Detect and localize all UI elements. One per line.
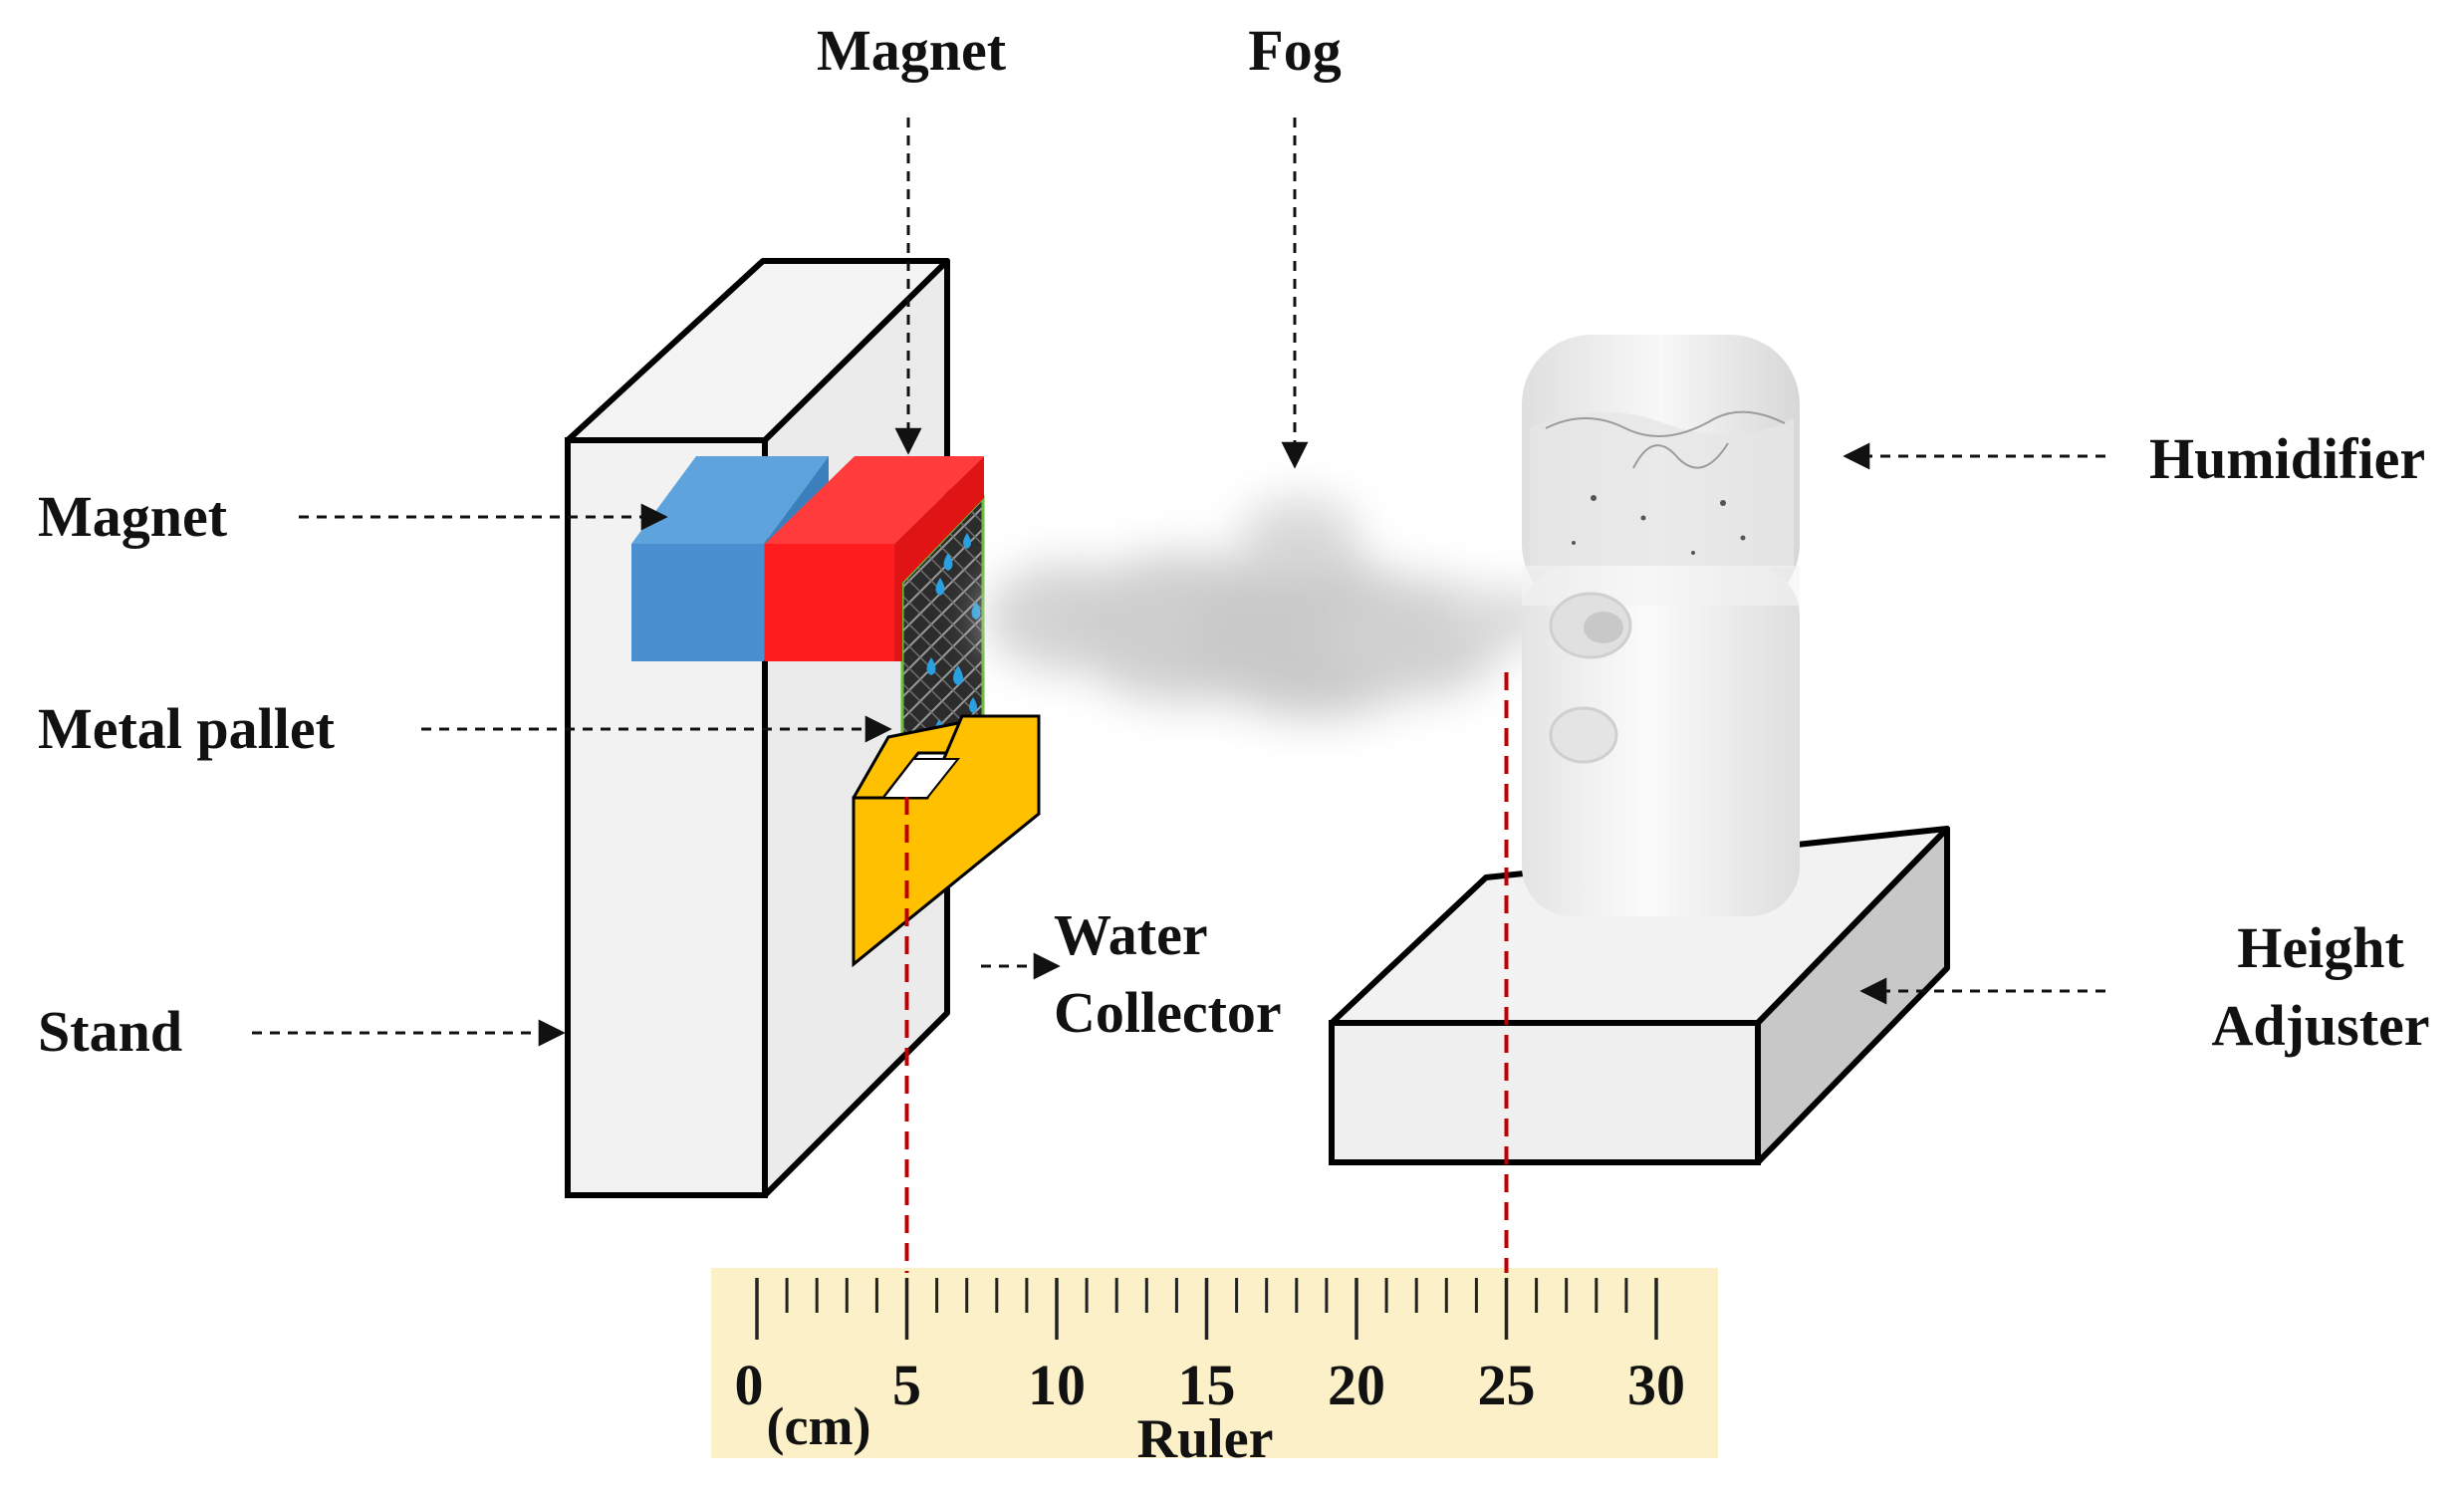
stand-label: Stand xyxy=(38,999,183,1064)
humidifier-water xyxy=(1530,411,1794,568)
magnet-blue-top xyxy=(631,456,829,544)
humidifier-nozzle-hole xyxy=(1584,612,1623,643)
ruler-tick-label: 0 xyxy=(735,1353,764,1417)
water-collector xyxy=(852,714,1041,968)
height-adjuster-label-line1: Height xyxy=(2237,915,2404,980)
ruler-tick-label: 5 xyxy=(892,1353,921,1417)
ruler-tick-label: 15 xyxy=(1178,1353,1236,1417)
magnet-red-top xyxy=(765,456,984,544)
ruler-ticks xyxy=(755,1278,1658,1340)
ruler-tick-labels: 0 5 10 15 20 25 30 xyxy=(735,1353,1686,1417)
magnet-red-side xyxy=(894,456,984,661)
magnet-blue-front xyxy=(631,544,764,661)
height-adjuster-label-line2: Adjuster xyxy=(2211,993,2430,1058)
ruler-tick-label: 30 xyxy=(1627,1353,1685,1417)
humidifier-splash xyxy=(1545,410,1786,469)
ruler-tick-label: 20 xyxy=(1328,1353,1385,1417)
ruler-distance-markers xyxy=(904,672,1509,1273)
fog-label: Fog xyxy=(1248,18,1342,83)
metal-pallet-label: Metal pallet xyxy=(38,696,335,761)
magnet-top-label: Magnet xyxy=(816,18,1007,83)
humidifier-button xyxy=(1549,706,1618,764)
humidifier-label: Humidifier xyxy=(2149,426,2426,491)
magnet-red xyxy=(765,456,984,661)
water-collector-label-line1: Water xyxy=(1054,902,1208,967)
height-adjuster-front-face xyxy=(1329,1020,1761,1165)
ruler-body xyxy=(711,1268,1718,1458)
ruler: 0 5 10 15 20 25 30 (cm) Ruler xyxy=(711,1268,1718,1470)
fog-cloud xyxy=(986,498,1564,717)
magnet-red-front xyxy=(765,544,894,661)
ruler-unit-label: (cm) xyxy=(767,1396,871,1456)
water-collector-opening xyxy=(880,758,961,799)
magnet-left-label: Magnet xyxy=(38,484,228,549)
humidifier-bubbles xyxy=(1572,495,1746,555)
annotation-arrows xyxy=(252,118,2105,1047)
ruler-tick-label: 10 xyxy=(1028,1353,1086,1417)
ruler-tick-label: 25 xyxy=(1478,1353,1536,1417)
ruler-caption: Ruler xyxy=(1137,1408,1274,1470)
humidifier xyxy=(1522,335,1800,916)
water-collector-label-line2: Collector xyxy=(1054,980,1282,1045)
